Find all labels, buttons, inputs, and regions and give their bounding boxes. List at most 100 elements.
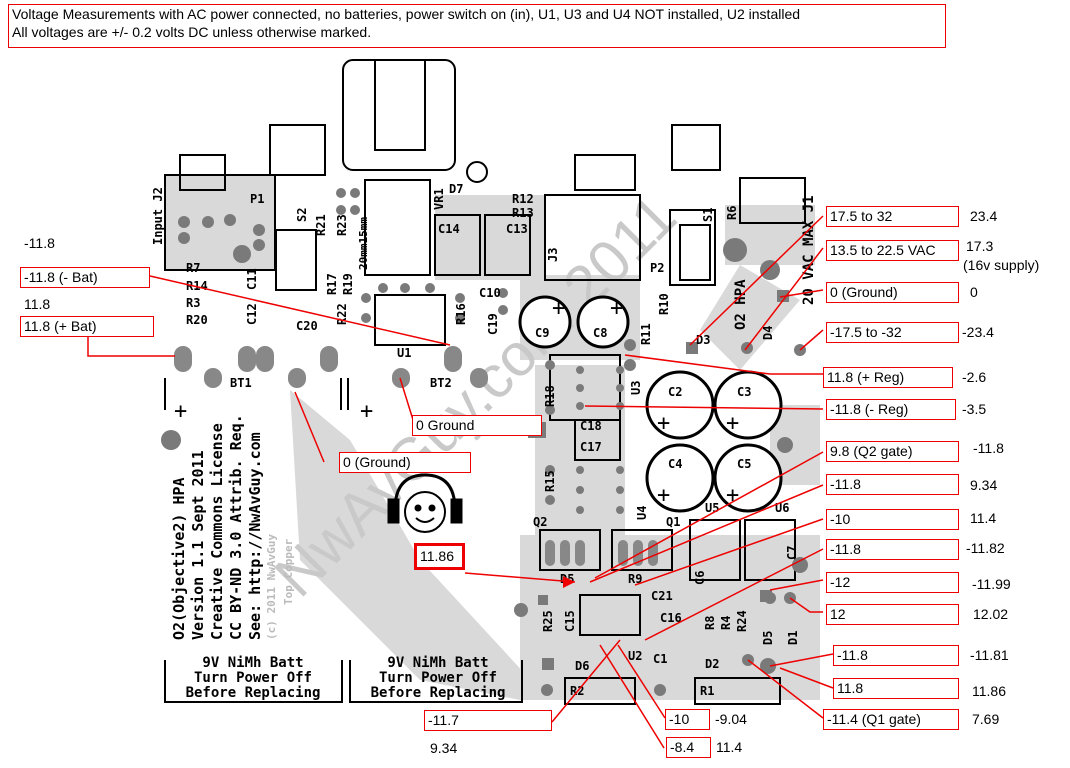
svg-text:U6: U6 bbox=[775, 501, 789, 515]
label-r3: -11.8 bbox=[826, 539, 959, 560]
svg-text:+: + bbox=[360, 399, 373, 424]
measured-ac-2-note: (16v supply) bbox=[963, 257, 1040, 273]
svg-text:R17: R17 bbox=[325, 273, 339, 295]
battery-notes: 9V NiMh Batt Turn Power Off Before Repla… bbox=[186, 655, 506, 701]
label-q2-gate: 9.8 (Q2 gate) bbox=[826, 441, 959, 462]
svg-text:R9: R9 bbox=[628, 572, 642, 586]
board-line-1: O2(Objective2) HPA bbox=[170, 477, 188, 640]
board-line-3: Creative Commons License bbox=[208, 423, 226, 640]
svg-text:+: + bbox=[726, 483, 739, 508]
measured-ac-3: 0 bbox=[970, 284, 978, 300]
svg-text:20 VAC MAX J1: 20 VAC MAX J1 bbox=[801, 195, 817, 305]
svg-text:C4: C4 bbox=[668, 457, 682, 471]
svg-text:C13: C13 bbox=[506, 222, 528, 236]
silkscreen-vertical: Input J2 S2 VR1 J3 S1 R6 C11 C12 R17 R19… bbox=[151, 187, 817, 645]
svg-text:R7: R7 bbox=[186, 261, 200, 275]
label-r5: 12 bbox=[826, 604, 959, 625]
svg-text:Turn Power Off: Turn Power Off bbox=[379, 670, 497, 686]
label-ac-4: -17.5 to -32 bbox=[826, 322, 959, 343]
svg-text:C19: C19 bbox=[486, 313, 500, 335]
svg-text:9V NiMh Batt: 9V NiMh Batt bbox=[202, 655, 303, 671]
svg-text:D4: D4 bbox=[761, 326, 775, 340]
svg-text:R24: R24 bbox=[735, 610, 749, 632]
board-info-block: O2(Objective2) HPA Version 1.1 Sept 2011… bbox=[170, 414, 295, 640]
label-b2: -10 bbox=[665, 709, 710, 730]
measured-q1-gate: 7.69 bbox=[972, 711, 1000, 727]
svg-text:P1: P1 bbox=[250, 192, 264, 206]
svg-text:+: + bbox=[726, 411, 739, 436]
label-reg-neg: -11.8 (- Reg) bbox=[826, 399, 956, 420]
svg-text:C11: C11 bbox=[245, 268, 259, 290]
svg-text:R19: R19 bbox=[341, 273, 355, 295]
svg-text:R6: R6 bbox=[725, 206, 739, 220]
svg-text:BT1: BT1 bbox=[230, 376, 252, 390]
svg-text:S1: S1 bbox=[701, 208, 715, 222]
measured-left-pos: 11.8 bbox=[24, 296, 51, 312]
measured-r6: -11.81 bbox=[970, 647, 1009, 663]
svg-text:R4: R4 bbox=[719, 616, 733, 630]
label-b3: -8.4 bbox=[666, 737, 711, 758]
electrolytic-capacitors bbox=[518, 295, 783, 513]
svg-text:R12: R12 bbox=[512, 192, 534, 206]
svg-text:R25: R25 bbox=[541, 610, 555, 632]
svg-text:D7: D7 bbox=[449, 182, 463, 196]
svg-text:+: + bbox=[552, 296, 565, 321]
label-ground-a: 0 Ground bbox=[412, 415, 542, 436]
measured-reg-pos: -2.6 bbox=[962, 369, 987, 385]
label-r4: -12 bbox=[826, 572, 959, 593]
svg-text:R1: R1 bbox=[700, 684, 714, 698]
svg-text:J3: J3 bbox=[546, 248, 560, 262]
svg-text:+: + bbox=[174, 399, 187, 424]
svg-text:R18: R18 bbox=[543, 385, 557, 407]
label-reg-pos: 11.8 (+ Reg) bbox=[823, 367, 953, 388]
svg-text:R23: R23 bbox=[335, 214, 349, 236]
board-line-2: Version 1.1 Sept 2011 bbox=[189, 450, 207, 640]
svg-text:BT2: BT2 bbox=[430, 376, 452, 390]
svg-text:C17: C17 bbox=[580, 440, 602, 454]
svg-text:20mm15mm: 20mm15mm bbox=[357, 217, 370, 270]
board-line-5: See: http://NwAvGuy.com bbox=[246, 432, 264, 640]
svg-text:R16: R16 bbox=[454, 303, 468, 325]
svg-text:C20: C20 bbox=[296, 319, 318, 333]
board-copyright: (c) 2011 NwAvGuy bbox=[265, 534, 278, 640]
label-r6: -11.8 bbox=[833, 645, 959, 666]
label-b1: -11.7 bbox=[424, 710, 552, 731]
svg-text:U4: U4 bbox=[635, 506, 649, 520]
measured-reg-neg: -3.5 bbox=[962, 401, 987, 417]
svg-text:D2: D2 bbox=[705, 657, 719, 671]
svg-text:C21: C21 bbox=[651, 589, 673, 603]
svg-text:C15: C15 bbox=[563, 610, 577, 632]
headphone-logo-icon bbox=[387, 473, 463, 533]
svg-text:C18: C18 bbox=[580, 419, 602, 433]
board-line-4: CC BY-ND 3.0 Attrib. Req. bbox=[227, 414, 245, 640]
svg-text:Input J2: Input J2 bbox=[151, 187, 165, 245]
measured-r5: 12.02 bbox=[973, 606, 1009, 622]
svg-text:U3: U3 bbox=[629, 381, 643, 395]
battery-pads bbox=[174, 346, 658, 566]
svg-text:R13: R13 bbox=[512, 206, 534, 220]
svg-text:Before Replacing: Before Replacing bbox=[186, 685, 321, 701]
measured-r2: 11.4 bbox=[970, 510, 997, 526]
measured-q2-gate: -11.8 bbox=[973, 440, 1004, 456]
callout-lines bbox=[87, 215, 834, 749]
svg-text:9V NiMh Batt: 9V NiMh Batt bbox=[387, 655, 488, 671]
svg-text:D3: D3 bbox=[696, 333, 710, 347]
measured-ac-1: 23.4 bbox=[970, 208, 998, 224]
label-ac-2: 13.5 to 22.5 VAC bbox=[826, 240, 959, 261]
svg-text:R14: R14 bbox=[186, 279, 208, 293]
label-r1: -11.8 bbox=[826, 474, 959, 495]
svg-text:R15: R15 bbox=[543, 470, 557, 492]
svg-text:C7: C7 bbox=[785, 546, 799, 560]
measured-r3: -11.82 bbox=[966, 540, 1005, 556]
measured-ac-2: 17.3 bbox=[966, 238, 994, 254]
measured-r1: 9.34 bbox=[970, 477, 998, 493]
measured-b3: 11.4 bbox=[716, 739, 743, 755]
label-ground-b: 0 (Ground) bbox=[339, 452, 471, 473]
svg-text:R20: R20 bbox=[186, 313, 208, 327]
label-ac-ground: 0 (Ground) bbox=[826, 282, 959, 303]
measured-r7: 11.86 bbox=[972, 683, 1006, 699]
svg-text:Turn Power Off: Turn Power Off bbox=[194, 670, 312, 686]
measured-b1: 9.34 bbox=[430, 740, 458, 756]
svg-text:Q1: Q1 bbox=[666, 515, 680, 529]
